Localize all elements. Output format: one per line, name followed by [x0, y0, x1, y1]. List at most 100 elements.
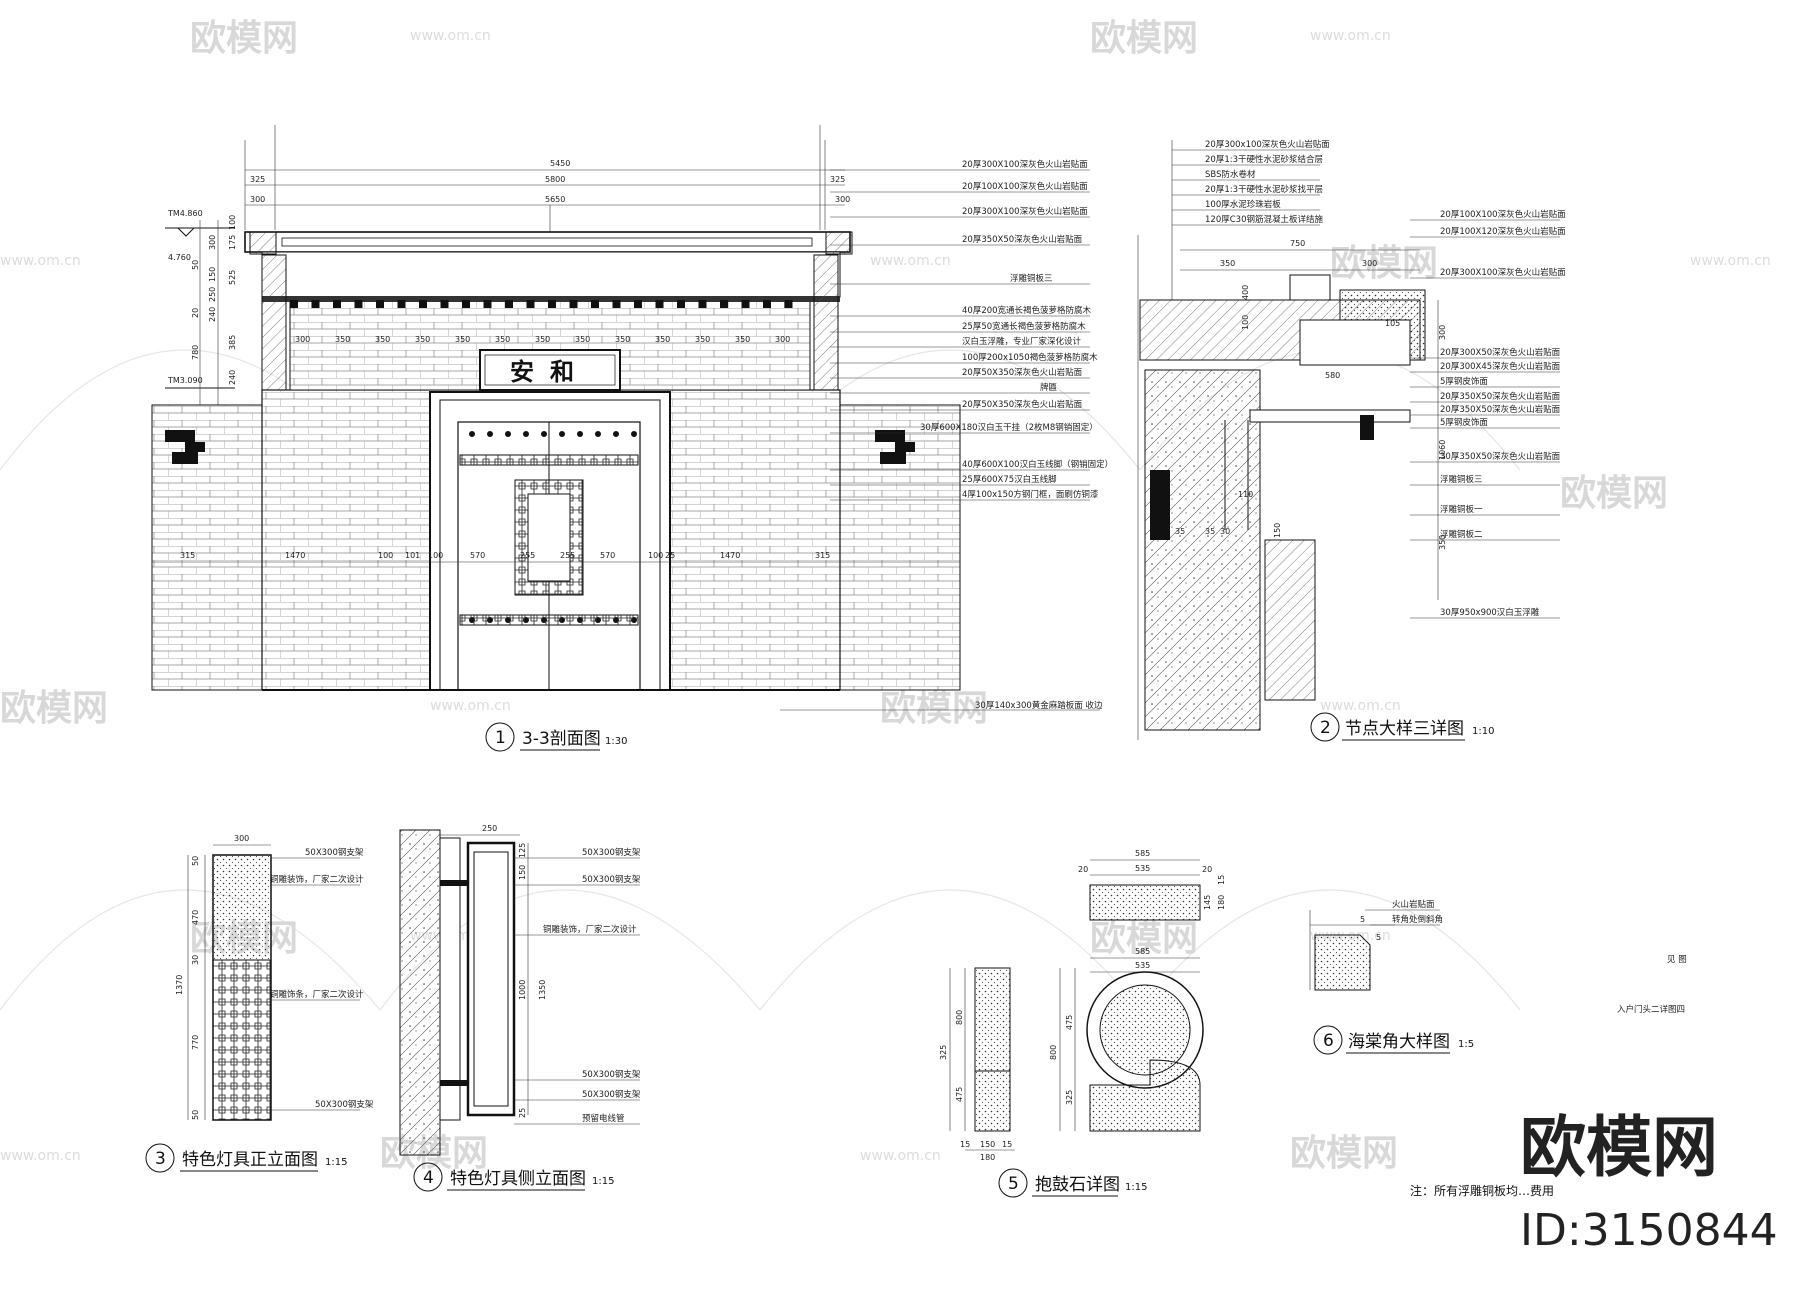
rafter-block	[591, 300, 599, 308]
door-stud	[541, 431, 547, 437]
view-lamp-front-elevation: 300 470 770 1370 50 50 30 50X300钢支架 铜雕装饰…	[145, 834, 374, 1173]
svg-text:预留电线管: 预留电线管	[582, 1113, 625, 1124]
leader-note: 40厚600X100汉白玉线脚（钢销固定）	[962, 459, 1113, 470]
svg-text:www.om.cn: www.om.cn	[410, 28, 491, 44]
door-stud	[505, 431, 511, 437]
door-dim: 100	[648, 551, 663, 560]
svg-text:250: 250	[482, 824, 497, 833]
svg-text:5450: 5450	[550, 159, 570, 168]
door-dim: 315	[815, 551, 830, 560]
svg-text:300: 300	[250, 195, 265, 204]
door-stud	[469, 431, 475, 437]
svg-text:100: 100	[228, 215, 237, 230]
svg-text:300: 300	[1438, 325, 1447, 340]
svg-text:www.om.cn: www.om.cn	[1690, 253, 1771, 269]
svg-text:15: 15	[960, 1140, 970, 1149]
svg-text:www.om.cn: www.om.cn	[1320, 698, 1401, 714]
svg-text:1:10: 1:10	[1472, 726, 1494, 737]
rafter-block	[720, 300, 728, 308]
view-drum-stone: 585 535 20 20 145 180 15 800 475 325 15 …	[939, 849, 1226, 1198]
rafter-block	[612, 300, 621, 308]
svg-text:www.om.cn: www.om.cn	[1310, 28, 1391, 44]
watermark-texts: 欧模网 www.om.cn 欧模网 www.om.cn 欧模网 www.om.c…	[0, 18, 1771, 1174]
svg-text:180: 180	[1217, 895, 1226, 910]
image-id: ID:3150844	[1520, 1205, 1778, 1256]
door-stud	[577, 431, 583, 437]
svg-text:1:15: 1:15	[592, 1176, 614, 1187]
eave-dim: 350	[335, 335, 350, 344]
svg-text:770: 770	[191, 1035, 200, 1050]
svg-text:50: 50	[191, 856, 200, 866]
door-dim: 101	[405, 551, 420, 560]
svg-text:325: 325	[1065, 1090, 1074, 1105]
svg-text:175: 175	[228, 235, 237, 250]
svg-text:欧模网: 欧模网	[0, 688, 108, 729]
svg-text:50: 50	[191, 1110, 200, 1120]
rafter-block	[376, 300, 384, 308]
layer-note: 20厚300x100深灰色火山岩贴面	[1205, 139, 1330, 150]
leader-note: 4厚100x150方钢门框，面刷仿铜漆	[962, 489, 1099, 500]
view-lamp-side-elevation: 250 125 150 1000 1350 25 50X300钢支架 50X30…	[399, 824, 641, 1192]
leader-note: 汉白玉浮雕，专业厂家深化设计	[962, 336, 1082, 347]
rafter-block	[397, 300, 406, 308]
leader-note: 40厚200宽通长褐色菠萝格防腐木	[962, 305, 1092, 316]
eave-rafters	[290, 300, 793, 308]
svg-text:5650: 5650	[545, 195, 565, 204]
door-dim: 1470	[285, 551, 305, 560]
layer-note: 100厚水泥珍珠岩板	[1205, 199, 1281, 210]
svg-text:325: 325	[939, 1045, 948, 1060]
brand-logo: 欧模网	[1520, 1109, 1718, 1186]
leader-note: 20厚300X100深灰色火山岩贴面	[962, 206, 1088, 217]
svg-text:20: 20	[1078, 865, 1088, 874]
leader-note: 25厚50宽通长褐色菠萝格防腐木	[962, 321, 1086, 332]
svg-text:15: 15	[1002, 1140, 1012, 1149]
footnote: 注：所有浮雕铜板均…费用	[1410, 1183, 1554, 1198]
svg-text:欧模网: 欧模网	[190, 18, 298, 59]
svg-text:www.om.cn: www.om.cn	[860, 1148, 941, 1164]
eave-dim: 350	[655, 335, 670, 344]
svg-text:4: 4	[423, 1168, 434, 1188]
svg-text:TM3.090: TM3.090	[167, 376, 203, 385]
svg-text:780: 780	[191, 345, 200, 360]
svg-text:6: 6	[1323, 1031, 1334, 1051]
svg-text:150: 150	[1273, 523, 1282, 538]
door-dim: 255	[560, 551, 575, 560]
leader-note: 20厚300X50深灰色火山岩贴面	[1440, 347, 1561, 358]
svg-text:50X300钢支架: 50X300钢支架	[305, 847, 364, 858]
svg-text:欧模网: 欧模网	[1290, 1133, 1398, 1174]
svg-text:3-3剖面图: 3-3剖面图	[522, 729, 601, 749]
leader-note: 20厚50X350深灰色火山岩贴面	[962, 367, 1083, 378]
leader-note: 牌匾	[1040, 382, 1058, 393]
rafter-block	[677, 300, 685, 308]
svg-text:475: 475	[955, 1087, 964, 1102]
svg-text:50: 50	[191, 260, 200, 270]
svg-text:400: 400	[1241, 285, 1250, 300]
svg-text:4.760: 4.760	[168, 253, 191, 262]
view-node-detail-3: 20厚300x100深灰色火山岩贴面20厚1:3干硬性水泥砂浆结合层SBS防水卷…	[1137, 139, 1566, 742]
svg-text:20: 20	[1202, 865, 1212, 874]
name-plaque	[479, 349, 621, 391]
layer-note: 20厚1:3干硬性水泥砂浆找平层	[1205, 184, 1323, 195]
svg-text:250: 250	[208, 287, 217, 302]
svg-text:30: 30	[191, 955, 200, 965]
leader-note: 20厚100X100深灰色火山岩贴面	[962, 181, 1088, 192]
svg-text:铜雕饰条，厂家二次设计: 铜雕饰条，厂家二次设计	[270, 989, 364, 1000]
door-stud	[631, 431, 637, 437]
svg-text:铜雕装饰，厂家二次设计: 铜雕装饰，厂家二次设计	[270, 874, 364, 885]
svg-text:1:15: 1:15	[1125, 1182, 1147, 1193]
svg-text:125: 125	[518, 843, 527, 858]
svg-text:50X300钢支架: 50X300钢支架	[582, 874, 641, 885]
svg-text:240: 240	[208, 307, 217, 322]
door-dim: 570	[470, 551, 485, 560]
svg-text:5: 5	[1008, 1174, 1019, 1194]
view-3-3-section: 5450 5800 5650 325 325 300 300 TM4.860 4…	[151, 125, 1113, 752]
svg-text:5: 5	[1376, 933, 1381, 942]
leader-note: 20厚100X120深灰色火山岩贴面	[1440, 226, 1566, 237]
svg-text:节点大样三详图: 节点大样三详图	[1345, 719, 1464, 739]
rafter-block	[462, 300, 470, 308]
leader-note: 20厚50X350深灰色火山岩贴面	[962, 399, 1083, 410]
svg-text:325: 325	[830, 175, 845, 184]
plaque-text: 安和	[510, 358, 590, 386]
door-stud	[559, 431, 565, 437]
